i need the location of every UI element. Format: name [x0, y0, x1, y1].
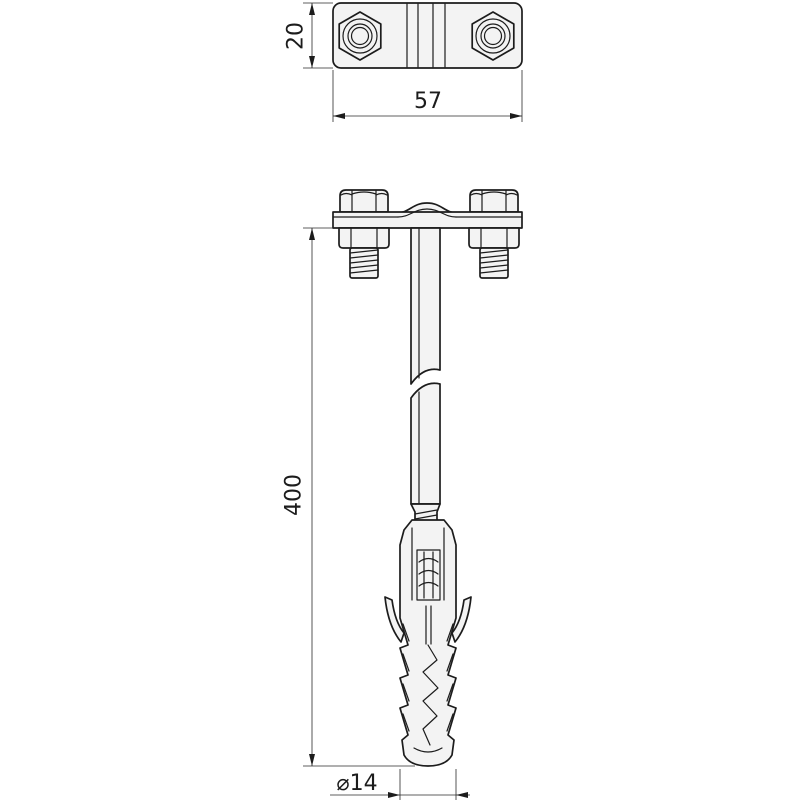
anchor-wing-right: [451, 596, 472, 643]
dimension-label-length: 400: [282, 474, 307, 516]
anchor-expansion-window: [411, 527, 445, 601]
anchor-body: [399, 519, 457, 767]
rod-upper: [410, 227, 441, 385]
plate-side: [332, 202, 523, 229]
nut-left-side: [338, 227, 390, 249]
bolt-head-left: [339, 189, 389, 213]
bolt-thread-left: [349, 247, 379, 279]
dimension-plate-width: 57: [332, 70, 523, 122]
anchor-split-slot: [422, 605, 439, 746]
hex-nut-right-top: [471, 11, 515, 61]
rod-lower: [410, 382, 441, 505]
wall-plug-anchor: [384, 519, 472, 767]
nut-right-side: [468, 227, 520, 249]
anchor-rib-shading: [402, 623, 454, 753]
plate-outline: [332, 2, 523, 69]
dimension-anchor-diameter: ⌀14: [330, 769, 470, 800]
dimension-label-diameter: ⌀14: [336, 771, 377, 796]
dimension-label-height: 20: [284, 22, 309, 50]
dimension-overall-length: 400: [282, 227, 415, 767]
plate-center-groove: [406, 3, 446, 68]
bolt-thread-right: [479, 247, 509, 279]
anchor-wing-left: [384, 596, 405, 643]
hex-nut-left-top: [338, 11, 382, 61]
bolt-head-right: [469, 189, 519, 213]
top-view-plate: [332, 2, 523, 69]
side-view-assembly: [332, 189, 523, 767]
dimension-label-width: 57: [414, 89, 442, 114]
dimension-plate-height: 20: [284, 2, 333, 69]
